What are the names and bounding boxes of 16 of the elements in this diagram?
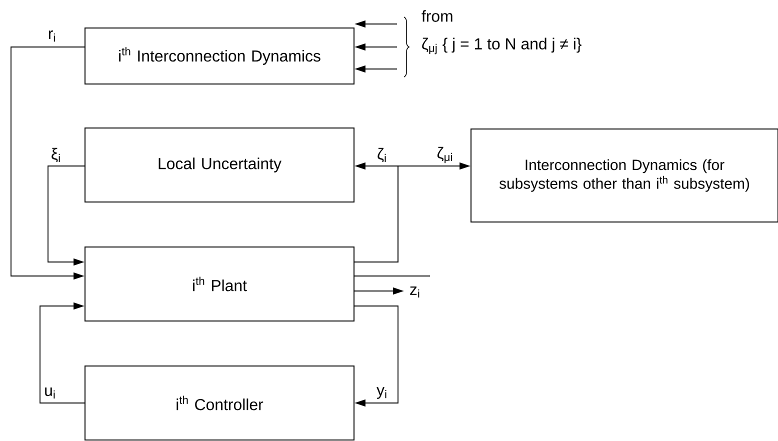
edge-label: r$_{i}$ <box>46 29 58 43</box>
block-box: Interconnection Dynamics (for subsystems other than i$^{th}$ subsystem) <box>470 128 778 222</box>
note-text: ζ$_{μj}$ { j = 1 to N and j ≠ i} <box>422 38 582 54</box>
edge-label: ζ$_{μi}$ <box>436 146 454 164</box>
block-box: i$^{th}$ Interconnection Dynamics <box>84 28 354 84</box>
block-box: Local Uncertainty <box>84 128 354 202</box>
block-box: i$^{th}$ Controller <box>84 366 354 440</box>
edge-label: ζ$_{i}$ <box>376 146 388 164</box>
arrow <box>354 306 398 407</box>
edge-label: u$_{i}$ <box>43 386 57 400</box>
arrow <box>40 302 85 404</box>
edge-label: y$_{i}$ <box>376 386 388 400</box>
note-text: from <box>422 10 452 22</box>
edge-label: ξ$_{i}$ <box>50 146 62 164</box>
edge-label: z$_{i}$ <box>408 286 422 298</box>
block-box: i$^{th}$ Plant <box>84 246 354 322</box>
